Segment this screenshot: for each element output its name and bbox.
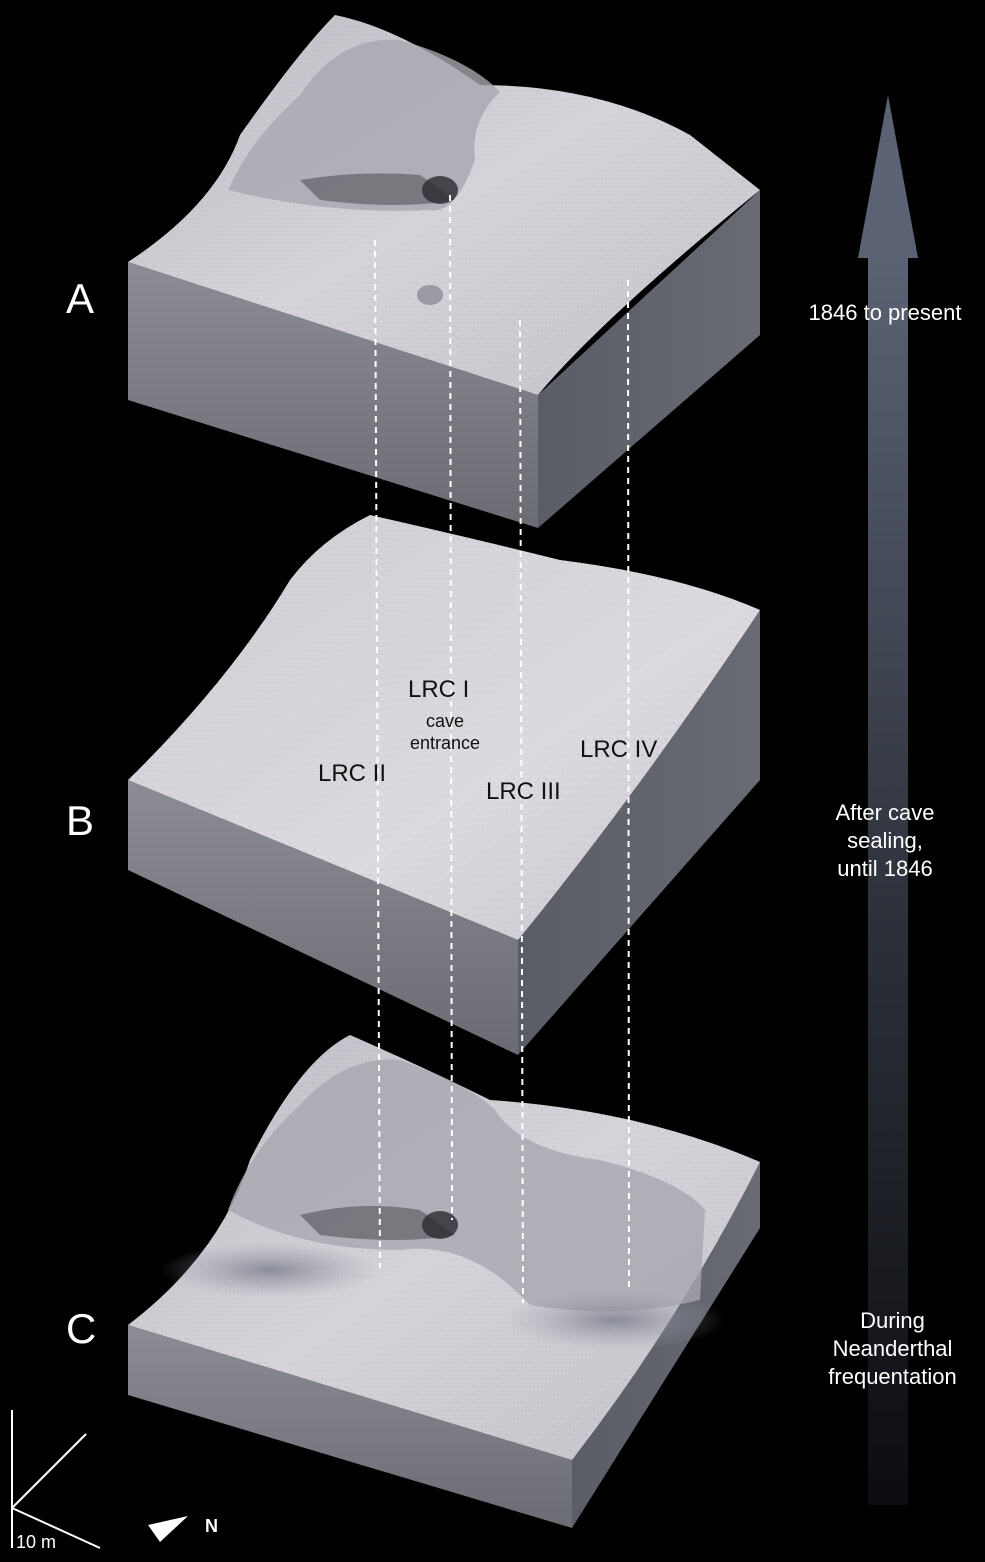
panel-letter-b: B: [66, 797, 95, 844]
projection-line-lrc3: [519, 319, 524, 1304]
terrain-block-a: [128, 15, 760, 528]
period-label-a: 1846 to present: [808, 300, 962, 325]
site-label-lrc4: LRC IV: [580, 736, 658, 763]
projection-line-lrc1: [449, 194, 453, 1221]
site-label-lrc3: LRC III: [486, 778, 561, 805]
north-arrow-icon: [148, 1516, 188, 1542]
terrain-block-b: [128, 515, 760, 1055]
site-label-lrc1: LRC I: [408, 676, 470, 703]
period-label-b: After cave sealing, until 1846: [835, 800, 935, 881]
projection-line-lrc4: [627, 279, 630, 1291]
site-projection-lines: [374, 194, 630, 1304]
panel-letter-c: C: [66, 1305, 97, 1352]
scale-label: 10 m: [16, 1532, 57, 1552]
panel-letter-a: A: [66, 275, 95, 322]
site-sublabel-lrc1: cave entrance: [409, 711, 481, 753]
scale-bar: [11, 1410, 101, 1549]
north-label: N: [205, 1516, 218, 1536]
terrain-block-c: [128, 1035, 760, 1528]
timeline-arrow: [858, 95, 918, 1505]
site-label-lrc2: LRC II: [318, 760, 387, 787]
period-label-c: During Neanderthal frequentation: [828, 1308, 957, 1389]
